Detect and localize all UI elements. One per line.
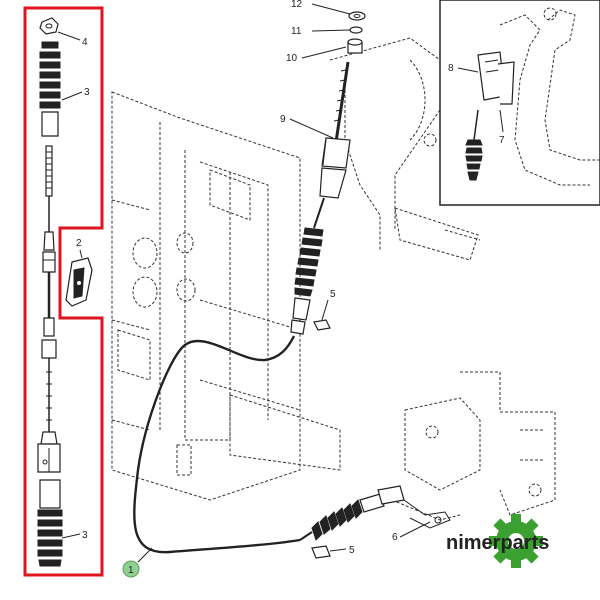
callout-12: 12 xyxy=(291,0,303,10)
highlight-outline xyxy=(23,6,104,577)
bushing-10 xyxy=(347,38,363,54)
threaded-end-rod xyxy=(45,145,53,197)
callout-2: 2 xyxy=(76,238,82,249)
lower-linkage xyxy=(391,371,556,521)
callout-4: 4 xyxy=(82,37,88,48)
main-cable-1: 5 6 1 xyxy=(122,335,451,578)
callout-10: 10 xyxy=(286,53,298,64)
callout-5-lower: 5 xyxy=(349,545,355,556)
nut-12 xyxy=(348,11,366,21)
inset-detail: 8 7 xyxy=(439,0,600,206)
boot-3-upper xyxy=(39,41,61,137)
exploded-parts: 4 3 2 xyxy=(37,17,93,567)
callout-9: 9 xyxy=(280,114,286,125)
brand-logo: nimerparts xyxy=(446,514,549,568)
clip-2 xyxy=(65,257,93,307)
callout-11: 11 xyxy=(291,26,302,37)
clip-5-upper xyxy=(313,319,331,331)
callout-8: 8 xyxy=(448,63,454,74)
gear-icon xyxy=(489,514,543,568)
callout-1: 1 xyxy=(128,565,134,576)
brand-text: nimerparts xyxy=(446,532,549,554)
upper-cable-boot xyxy=(294,227,324,297)
lower-cable-boot xyxy=(311,499,363,541)
upper-cable-assembly: 12 11 10 9 5 xyxy=(280,0,366,335)
callout-7: 7 xyxy=(499,135,505,146)
nut-4 xyxy=(39,17,59,35)
callout-3-upper: 3 xyxy=(84,87,90,98)
washer-11 xyxy=(349,26,363,34)
cable-sleeve-9 xyxy=(319,137,351,199)
chassis-frame xyxy=(111,91,341,501)
callout-6: 6 xyxy=(392,532,398,543)
callout-3-lower: 3 xyxy=(82,530,88,541)
inset-cable-boot xyxy=(465,109,483,181)
cable-ferrule-upper xyxy=(42,231,56,273)
clip-5-lower xyxy=(311,545,331,559)
boot-3-lower xyxy=(37,479,63,567)
clevis-pin xyxy=(477,51,515,105)
clevis-end xyxy=(37,431,61,473)
cable-ferrule-middle xyxy=(41,317,57,359)
callout-5-upper: 5 xyxy=(330,289,336,300)
threaded-rod xyxy=(333,61,350,143)
